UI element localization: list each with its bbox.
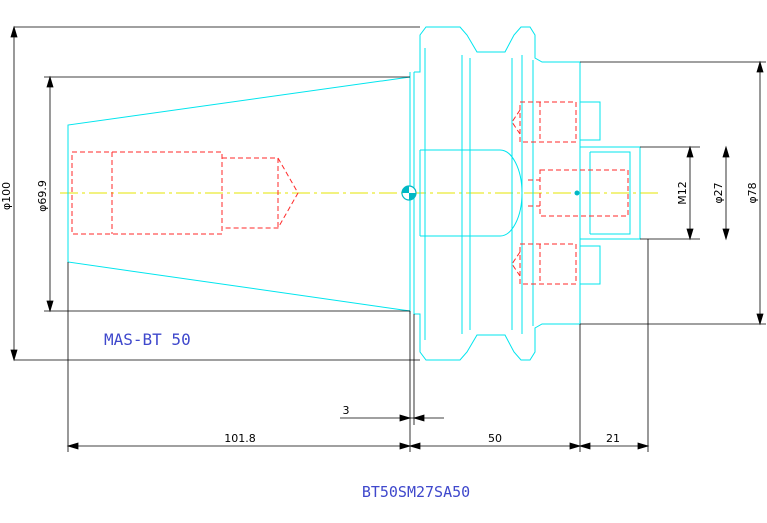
- dim-101-8-label: 101.8: [224, 432, 256, 445]
- dim-d69-9-label: φ69.9: [36, 180, 49, 212]
- dim-3-label: 3: [343, 404, 350, 417]
- part-number-label: BT50SM27SA50: [362, 483, 470, 501]
- dim-m12-label: M12: [676, 181, 689, 205]
- dim-21-label: 21: [606, 432, 620, 445]
- center-point-icon: [574, 190, 580, 196]
- standard-label: MAS-BT 50: [104, 330, 191, 349]
- dim-d100-label: φ100: [0, 182, 13, 210]
- dim-50-label: 50: [488, 432, 502, 445]
- dim-d78-label: φ78: [746, 182, 759, 203]
- hidden-lines: [71, 101, 629, 285]
- gauge-point-icon: [401, 185, 417, 201]
- dimension-lines: [10, 25, 766, 452]
- dim-d27-label: φ27: [712, 182, 725, 203]
